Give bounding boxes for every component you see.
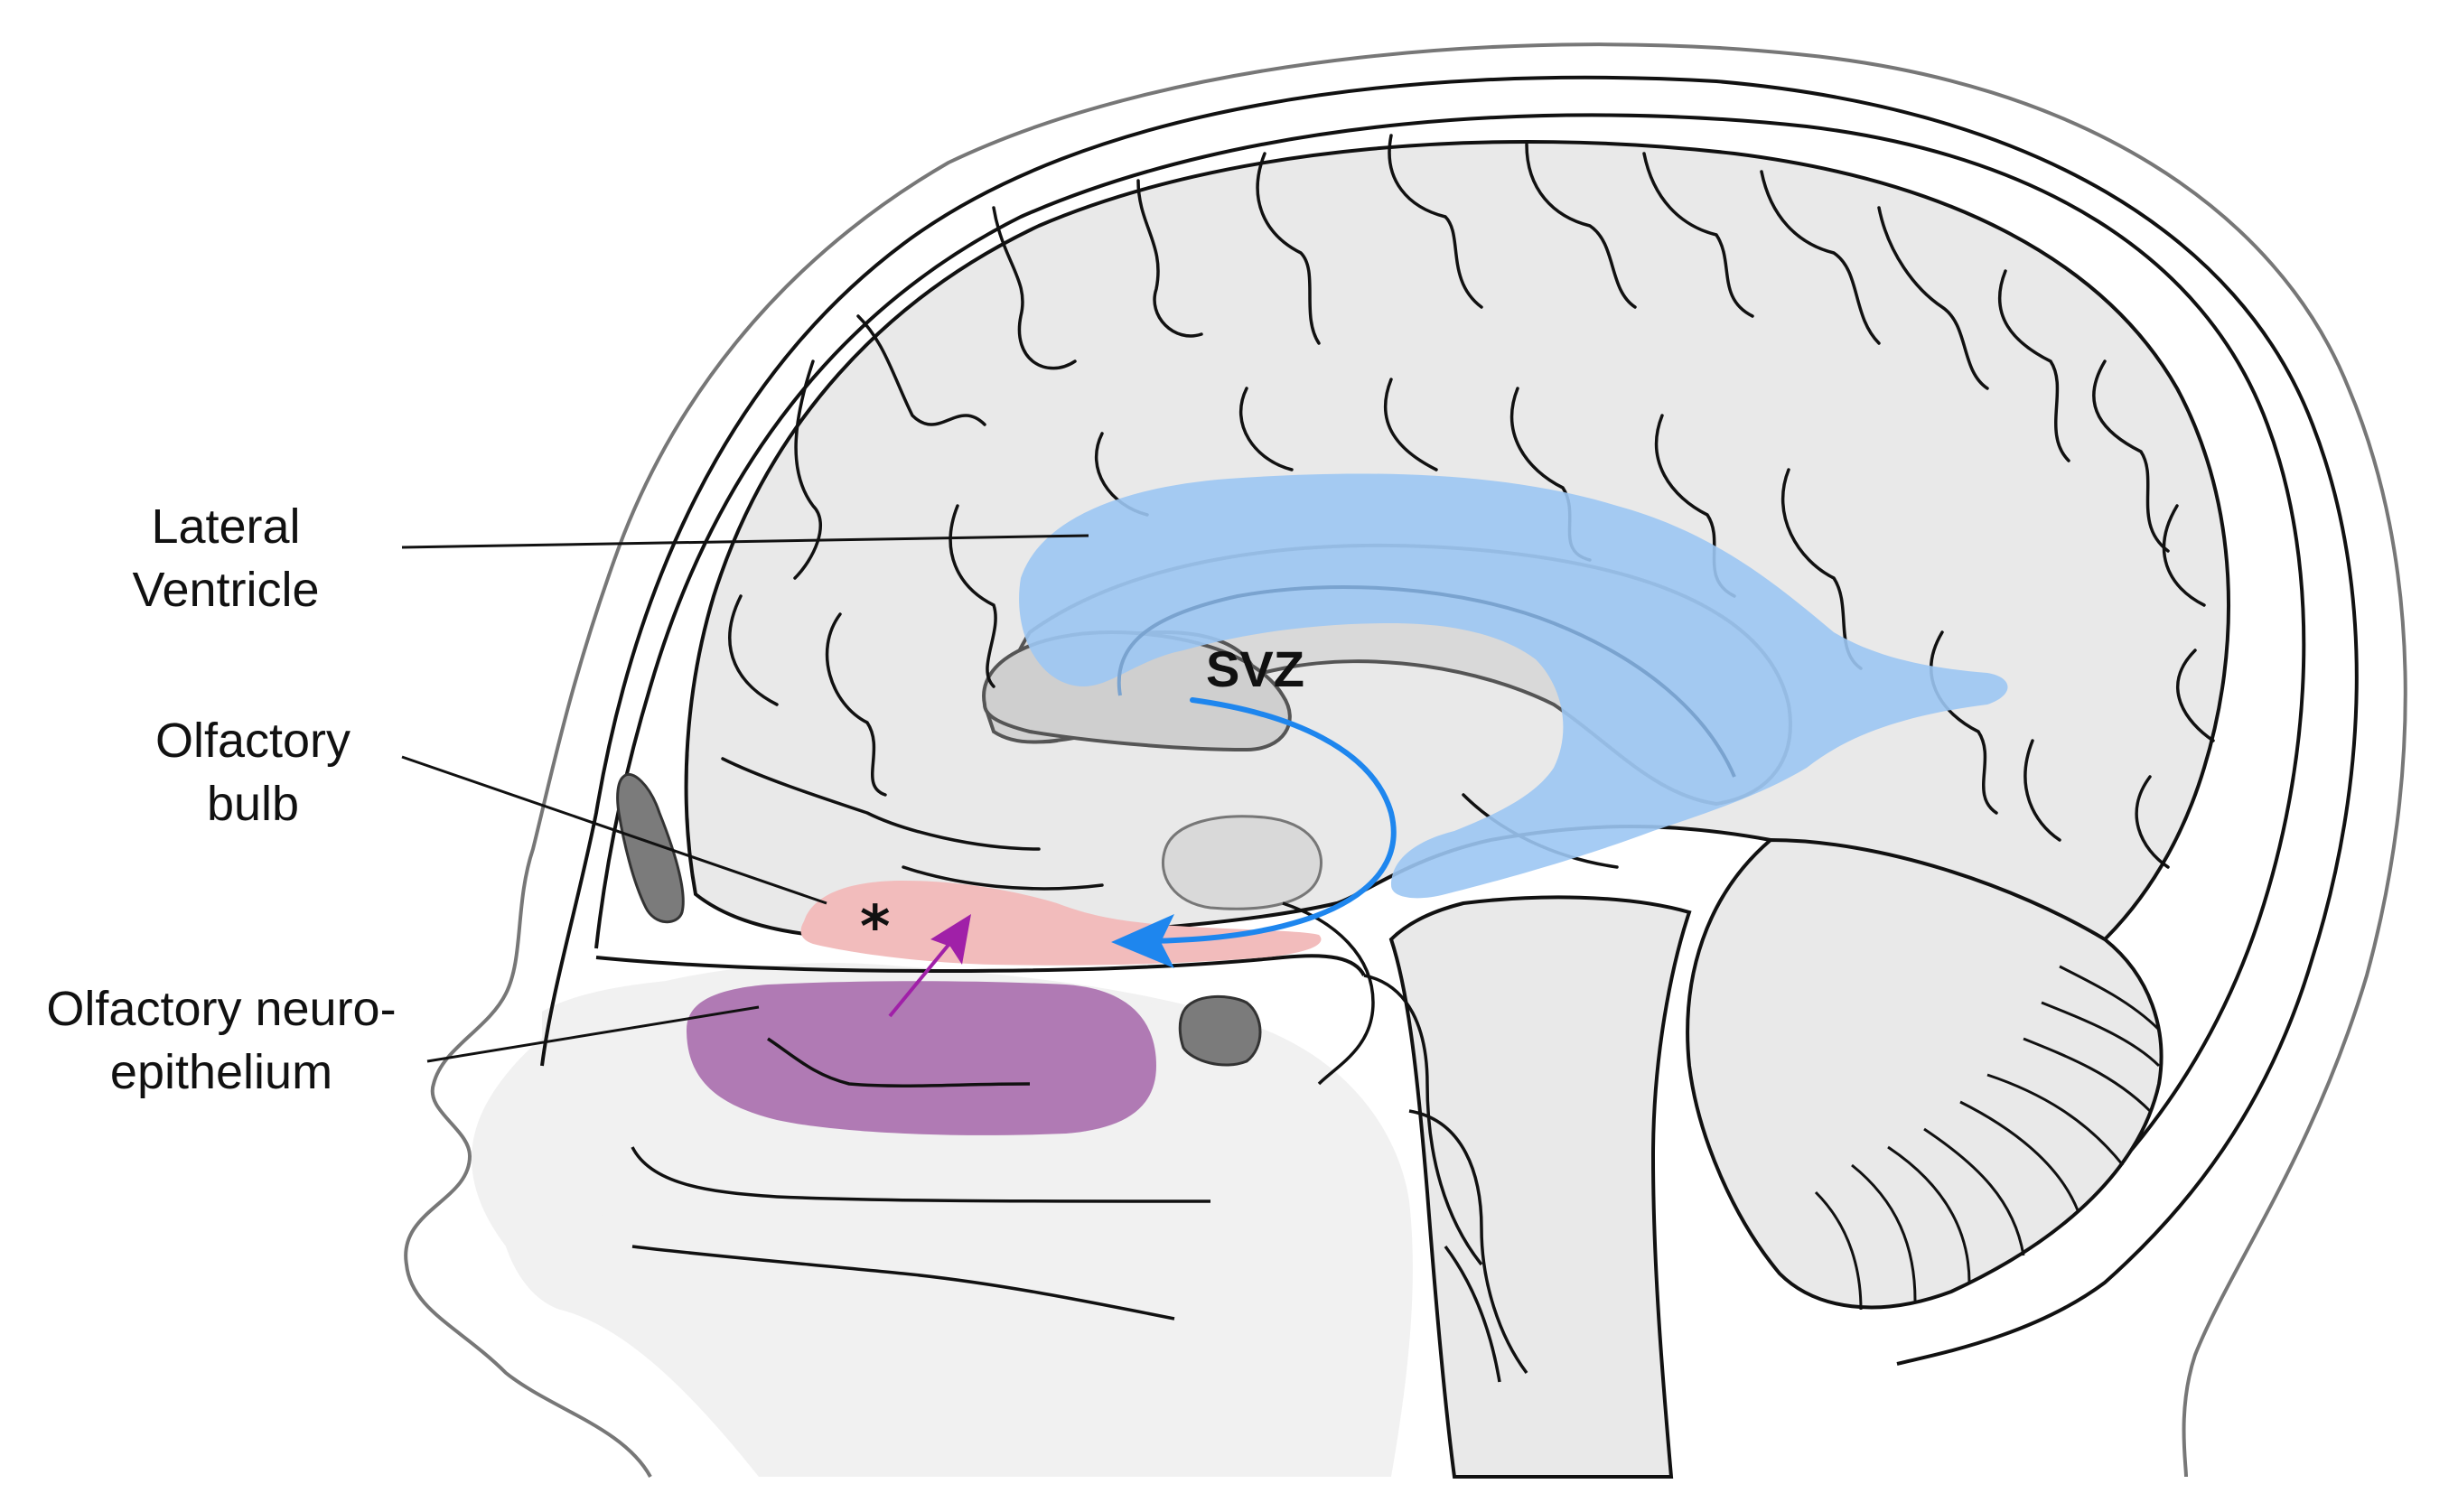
neuroepithelium-label: Olfactory neuro- epithelium (14, 977, 429, 1104)
neuroepithelium-arrow-head (930, 914, 971, 965)
cortical-sulci (721, 134, 2215, 891)
nasal-turbinates (631, 901, 1528, 1383)
neuroepithelium-label-line2: epithelium (109, 1045, 333, 1099)
migration-arrow-head (1111, 914, 1174, 968)
lateral-ventricle-label-line1: Lateral (151, 499, 301, 554)
olfactory-bulb-asterisk: * (860, 894, 891, 961)
olfactory-bulb-label-line1: Olfactory (154, 714, 351, 768)
brainstem (1388, 895, 1692, 1479)
lateral-ventricle (1019, 473, 2008, 899)
lateral-ventricle-leader (401, 534, 1089, 549)
olfactory-bulb (800, 881, 1322, 966)
migration-arrow (1136, 697, 1397, 944)
neuroepithelium-leader (426, 1005, 760, 1063)
ventricle-horn (1117, 585, 1736, 778)
neuroepithelium-label-line1: Olfactory neuro- (46, 982, 397, 1036)
head-outline (404, 42, 2407, 1478)
olfactory-neuroepithelium (687, 981, 1156, 1135)
frontal-sinus (616, 773, 685, 924)
neuroepithelium-arrow (888, 938, 955, 1018)
lateral-ventricle-label: Lateral Ventricle (108, 495, 343, 621)
skull-outline (540, 75, 2359, 1366)
lateral-ventricle-label-line2: Ventricle (132, 563, 320, 617)
olfactory-bulb-leader (401, 755, 827, 905)
cribriform-plate (595, 954, 1366, 977)
inner-skull (594, 113, 2306, 1230)
olfactory-bulb-label-line2: bulb (206, 777, 300, 831)
olfactory-bulb-label: Olfactory bulb (117, 709, 388, 835)
svz-label: SVZ (1206, 640, 1304, 697)
leader-lines (401, 534, 1089, 1063)
cerebellum-folia (1814, 965, 2161, 1311)
turbinate-line (767, 1037, 1031, 1087)
sphenoid-sinus (1178, 994, 1262, 1067)
hypothalamus (1161, 815, 1322, 910)
cerebellum (1686, 837, 2164, 1310)
